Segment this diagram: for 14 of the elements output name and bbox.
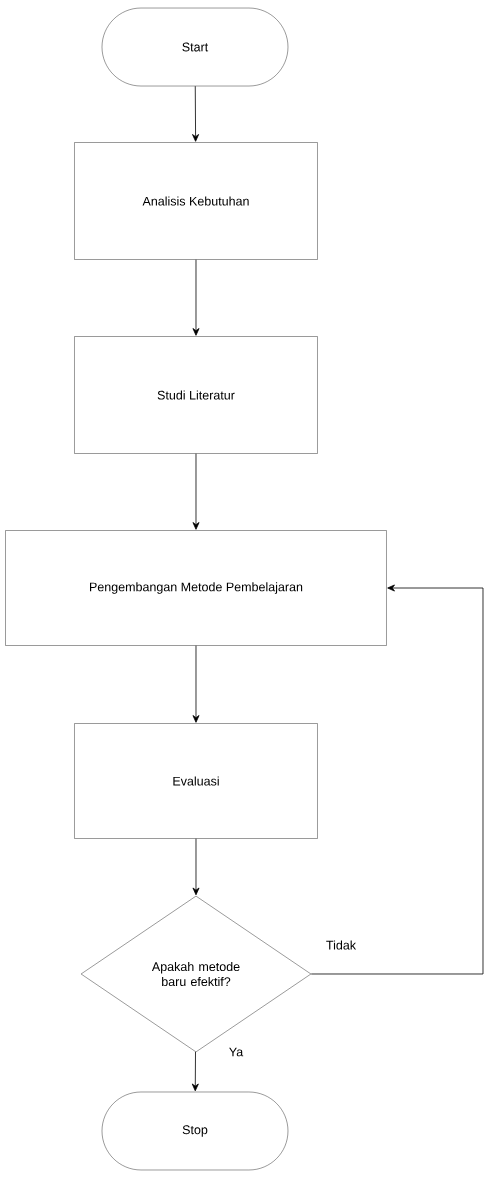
arrow (310, 584, 484, 975)
arrow (192, 259, 200, 336)
edge-label: Tidak (324, 939, 358, 951)
process-box: Evaluasi (74, 723, 318, 839)
process-box: Studi Literatur (74, 336, 318, 454)
process-box: Pengembangan Metode Pembelajaran (5, 530, 387, 646)
arrow (192, 85, 199, 142)
process-box: Analisis Kebutuhan (74, 142, 318, 260)
stop-terminal: Stop (101, 1091, 289, 1171)
arrow (191, 1051, 199, 1092)
start-terminal: Start (101, 7, 289, 87)
arrow (192, 453, 200, 530)
arrow (192, 645, 200, 723)
arrow (192, 838, 200, 896)
